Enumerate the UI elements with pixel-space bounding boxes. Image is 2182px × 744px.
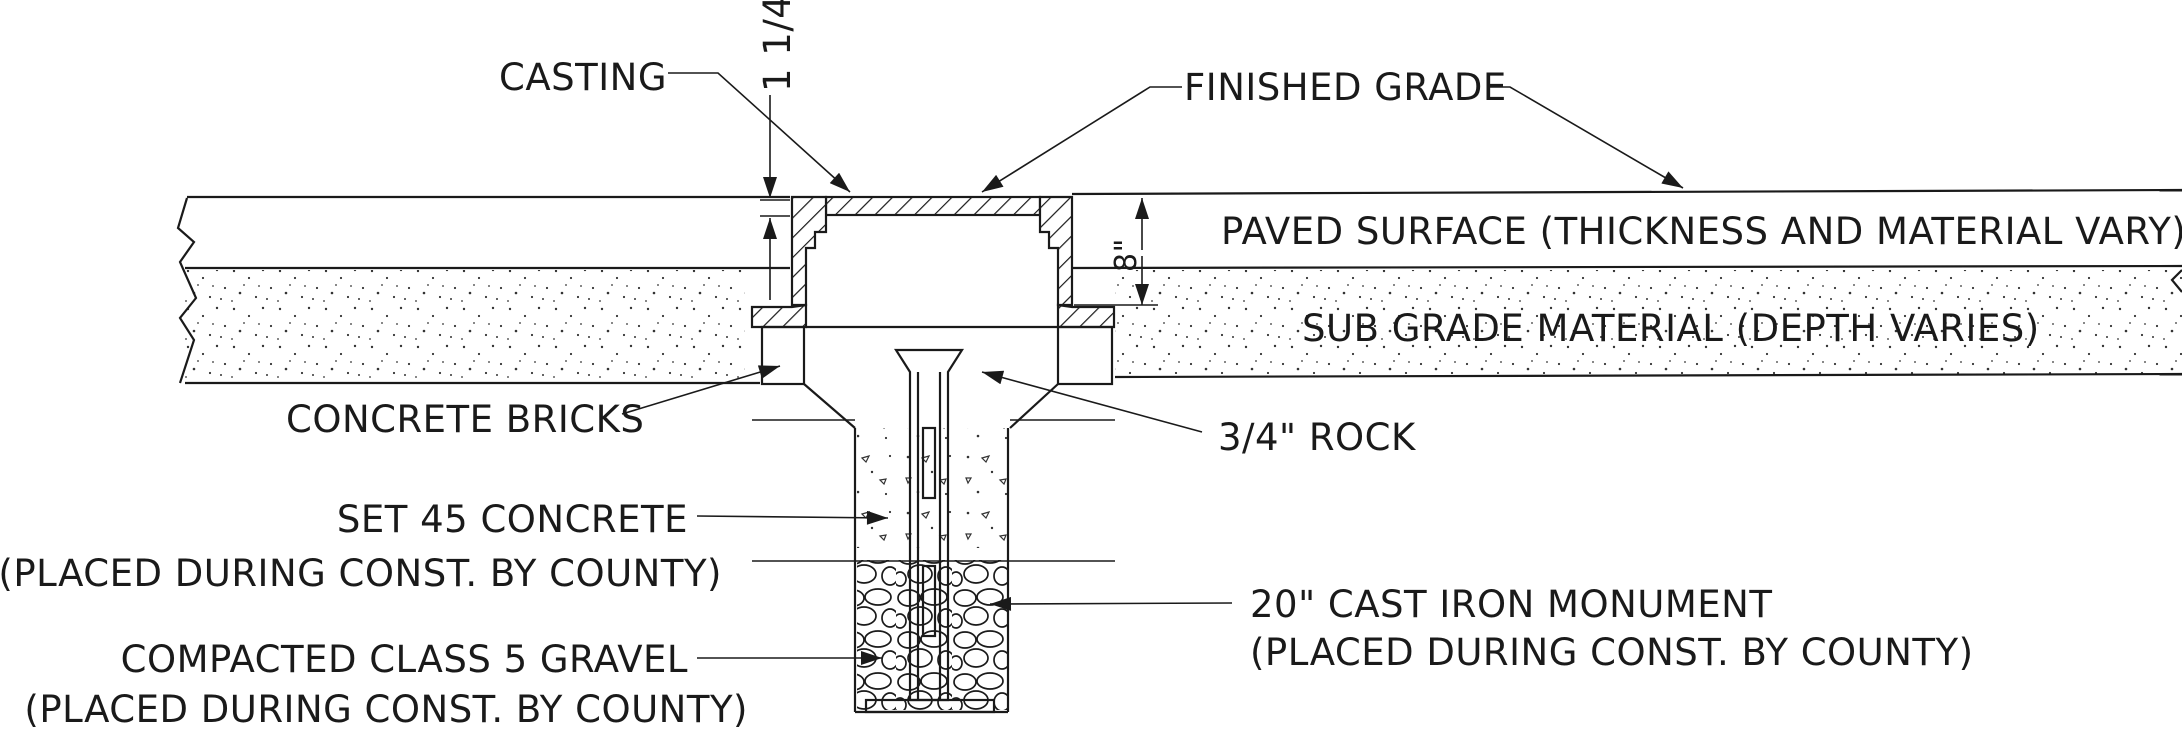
label-rock: 3/4" ROCK bbox=[1218, 416, 1417, 459]
label-sub-grade: SUB GRADE MATERIAL (DEPTH VARIES) bbox=[1302, 307, 2040, 350]
label-set45-line1: SET 45 CONCRETE bbox=[337, 498, 688, 541]
label-monument-line1: 20" CAST IRON MONUMENT bbox=[1250, 583, 1772, 626]
label-set45-line2: (PLACED DURING CONST. BY COUNTY) bbox=[0, 552, 722, 595]
subgrade-layer bbox=[185, 270, 2182, 383]
dimension-label-1-1-4: 1 1/4" bbox=[756, 0, 799, 92]
post-hole bbox=[752, 428, 1115, 714]
dimension-8: 8" bbox=[1074, 198, 1158, 306]
pavement-lines bbox=[176, 188, 2182, 385]
dimension-label-8: 8" bbox=[1109, 238, 1144, 272]
label-monument-line2: (PLACED DURING CONST. BY COUNTY) bbox=[1250, 631, 1974, 674]
casting bbox=[750, 195, 1116, 329]
label-gravel-line1: COMPACTED CLASS 5 GRAVEL bbox=[121, 638, 688, 681]
label-gravel-line2: (PLACED DURING CONST. BY COUNTY) bbox=[24, 688, 748, 731]
label-paved-surface: PAVED SURFACE (THICKNESS AND MATERIAL VA… bbox=[1221, 210, 2182, 253]
labels: CASTING FINISHED GRADE PAVED SURFACE (TH… bbox=[0, 56, 2182, 731]
cast-iron-monument bbox=[864, 348, 996, 714]
leader-lines bbox=[621, 72, 1684, 665]
label-concrete-bricks: CONCRETE BRICKS bbox=[286, 398, 644, 441]
rock-bed bbox=[752, 383, 1115, 429]
concrete-bricks bbox=[760, 325, 1114, 386]
dimension-1-1-4: 1 1/4" bbox=[756, 0, 799, 300]
label-casting: CASTING bbox=[499, 56, 667, 99]
label-finished-grade: FINISHED GRADE bbox=[1184, 66, 1507, 109]
